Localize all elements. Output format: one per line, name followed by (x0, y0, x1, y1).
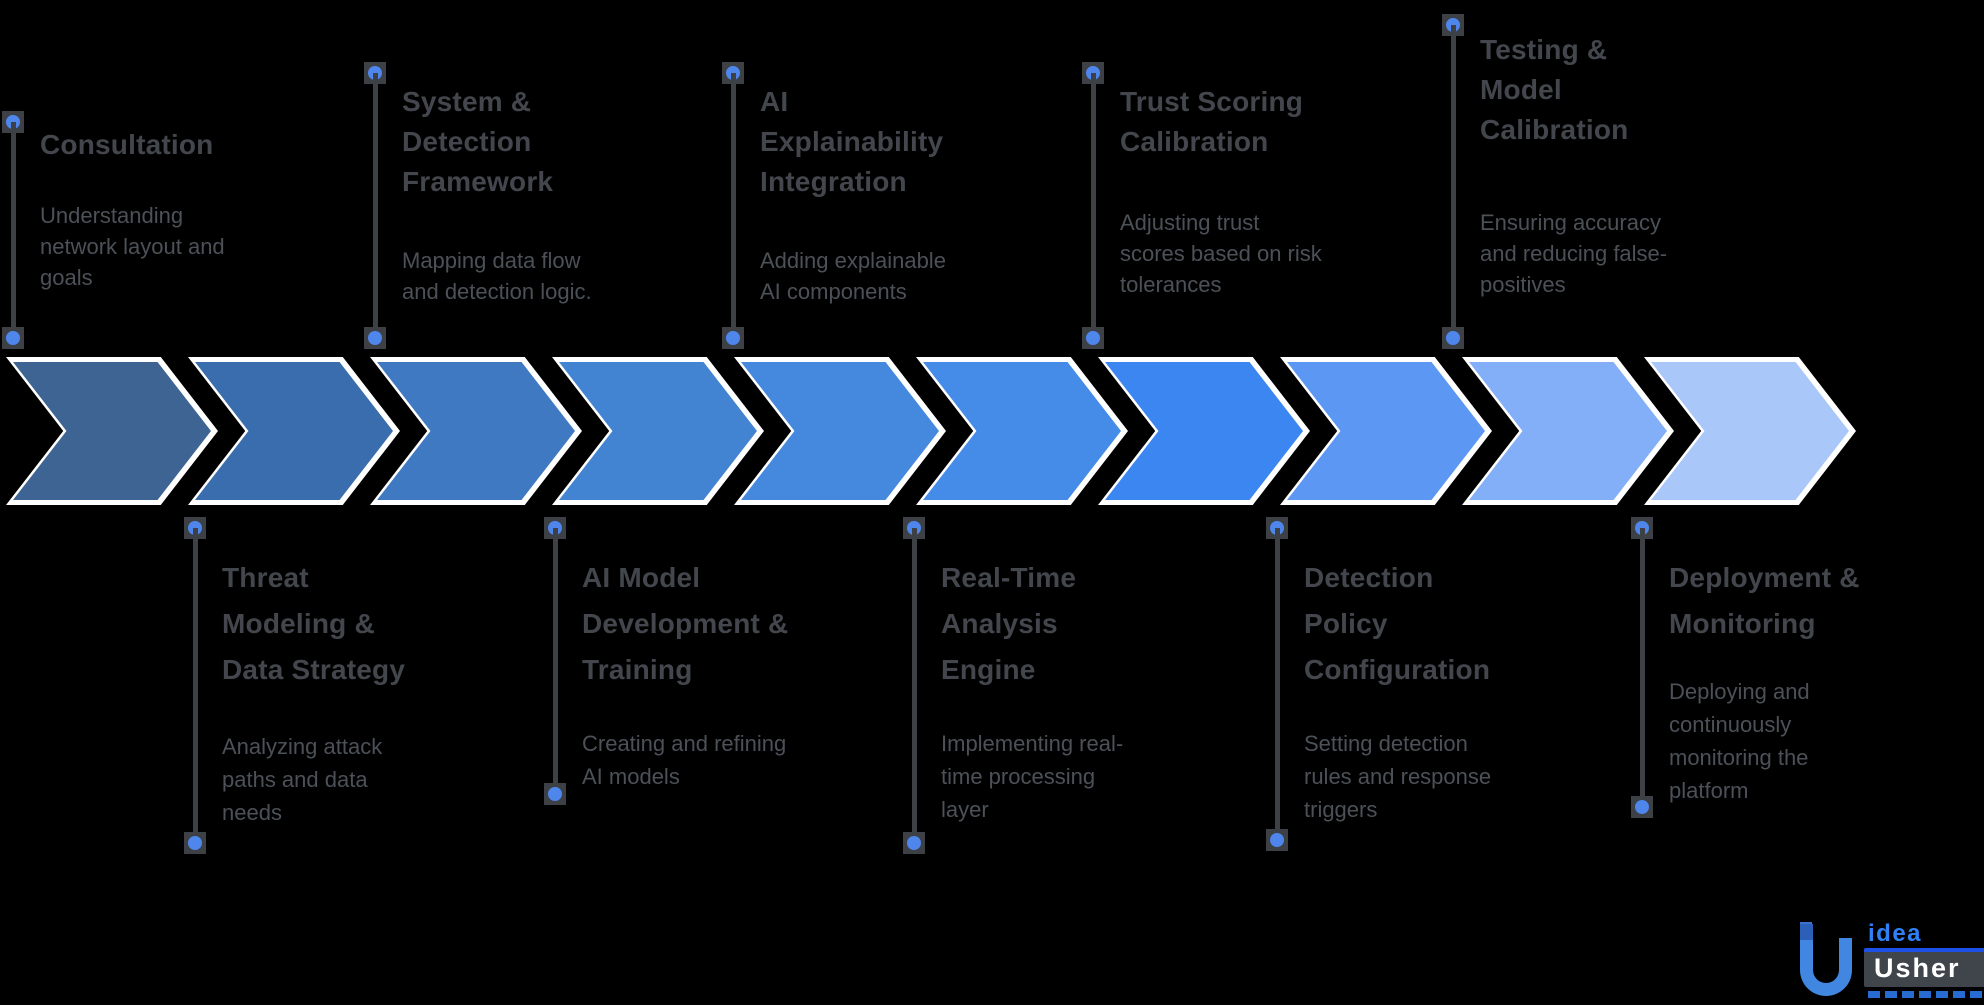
step-description: Setting detection rules and response tri… (1304, 731, 1492, 822)
timeline-dot (1082, 327, 1104, 349)
timeline-dot (544, 783, 566, 805)
chevron-arrow-10 (1644, 357, 1856, 505)
timeline-dot (1266, 829, 1288, 851)
step-title: AI Explainability Integration (760, 86, 944, 197)
timeline-dot (1442, 14, 1464, 36)
step-description: Mapping data flow and detection logic. (402, 248, 592, 304)
step-description: Adding explainable AI components (760, 248, 946, 304)
chevron-arrow-2 (188, 357, 400, 505)
chevron-arrow-7-fill (1105, 362, 1303, 500)
step-description: Adjusting trust scores based on risk tol… (1120, 210, 1322, 297)
timeline-connector (912, 528, 917, 843)
timeline-dot (1442, 327, 1464, 349)
step-title: Detection Policy Configuration (1304, 562, 1491, 685)
step-description: Ensuring accuracy and reducing false- po… (1480, 210, 1668, 297)
chevron-arrow-1 (6, 357, 218, 505)
timeline-dot (1082, 62, 1104, 84)
timeline-dot (184, 517, 206, 539)
step-title: Deployment & Monitoring (1669, 562, 1860, 639)
step-description: Deploying and continuously monitoring th… (1669, 679, 1810, 803)
timeline-connector (1451, 25, 1456, 338)
chevron-arrow-3 (370, 357, 582, 505)
timeline-dot (2, 327, 24, 349)
logo-idea-label: idea (1868, 920, 1923, 947)
step-title: Trust Scoring Calibration (1120, 86, 1304, 157)
timeline-dot (184, 832, 206, 854)
step-title: AI Model Development & Training (582, 562, 789, 685)
timeline-dot (2, 111, 24, 133)
chevron-arrow-6-fill (923, 362, 1121, 500)
timeline-connector (1091, 73, 1096, 338)
idea-usher-logo: idea Usher (1798, 922, 1984, 998)
timeline-connector (373, 73, 378, 338)
chevron-arrow-8-fill (1287, 362, 1485, 500)
chevron-arrow-9-fill (1469, 362, 1667, 500)
chevron-arrow-8 (1280, 357, 1492, 505)
timeline-connector (731, 73, 736, 338)
timeline-connector (1275, 528, 1280, 840)
chevron-arrow-7 (1098, 357, 1310, 505)
step-title: Threat Modeling & Data Strategy (222, 562, 406, 685)
chevron-arrow-5-fill (741, 362, 939, 500)
timeline-connector (553, 528, 558, 794)
chevron-arrow-1-fill (13, 362, 211, 500)
timeline-dot (722, 327, 744, 349)
timeline-connector (11, 122, 16, 338)
timeline-dot (1266, 517, 1288, 539)
timeline-dot (544, 517, 566, 539)
chevron-arrow-5 (734, 357, 946, 505)
logo-u-icon (1800, 924, 1852, 996)
chevron-arrow-2-fill (195, 362, 393, 500)
timeline-dot (903, 517, 925, 539)
timeline-dot (722, 62, 744, 84)
step-title: Consultation (40, 129, 214, 160)
chevron-arrow-4-fill (559, 362, 757, 500)
chevron-arrow-10-fill (1651, 362, 1849, 500)
step-title: System & Detection Framework (402, 86, 554, 197)
timeline-connector (193, 528, 198, 843)
chevron-arrow-9 (1462, 357, 1674, 505)
chevron-arrow-6 (916, 357, 1128, 505)
step-description: Analyzing attack paths and data needs (222, 734, 383, 825)
step-description: Understanding network layout and goals (40, 203, 225, 290)
step-description: Implementing real- time processing layer (941, 731, 1124, 822)
logo-tagline-bar (1868, 991, 1984, 998)
step-title: Testing & Model Calibration (1480, 34, 1629, 145)
chevron-arrow-band (6, 357, 1856, 505)
chevron-arrow-3-fill (377, 362, 575, 500)
logo-wordmark: idea Usher (1864, 922, 1984, 998)
timeline-dot (1631, 517, 1653, 539)
idea-usher-logo-mark-icon (1798, 922, 1860, 998)
timeline-connector (1640, 528, 1645, 807)
timeline-dot (364, 327, 386, 349)
timeline-dot (364, 62, 386, 84)
logo-usher-label: Usher (1864, 948, 1984, 987)
timeline-dot (903, 832, 925, 854)
timeline-dot (1631, 796, 1653, 818)
step-description: Creating and refining AI models (582, 731, 787, 789)
step-title: Real-Time Analysis Engine (941, 562, 1077, 685)
chevron-arrow-4 (552, 357, 764, 505)
